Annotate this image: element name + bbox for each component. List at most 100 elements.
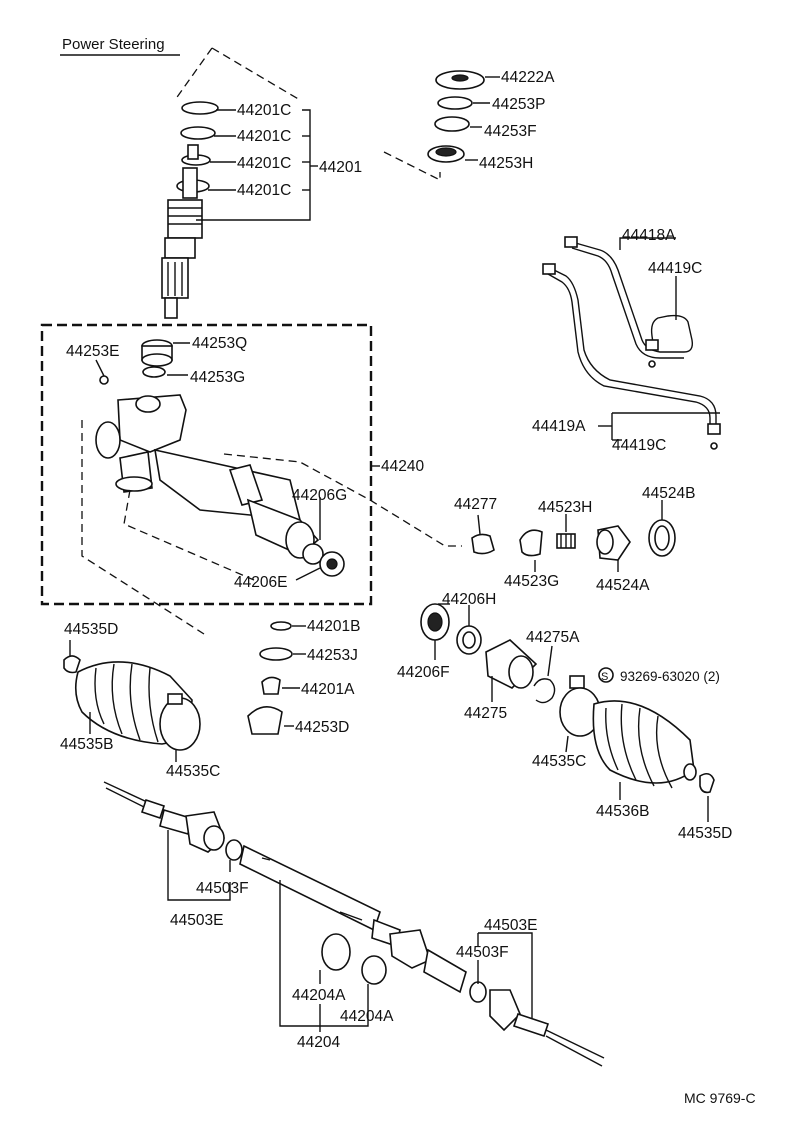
- label-44204A: 44204A: [292, 987, 346, 1004]
- label-44275: 44275: [464, 705, 507, 722]
- right-middle-parts: [471, 500, 676, 572]
- housing-small-parts: [247, 621, 306, 735]
- label-44201: 44201: [319, 159, 362, 176]
- label-44253Q: 44253Q: [192, 335, 247, 352]
- label-44419A: 44419A: [532, 418, 586, 435]
- seal-ring-2: [180, 126, 216, 140]
- label-44503E: 44503E: [484, 917, 537, 934]
- tube-fitting: [564, 236, 578, 248]
- clip-44535D: [699, 772, 715, 794]
- figure-code: MC 9769-C: [684, 1090, 756, 1106]
- cover-44253D: [247, 706, 283, 735]
- tie-rod-end-left: [159, 808, 191, 836]
- label-44204A: 44204A: [340, 1008, 394, 1025]
- label-44535D: 44535D: [64, 621, 118, 638]
- rack-bar: [239, 844, 381, 932]
- shaft-upper: [182, 167, 198, 199]
- tie-rod-end-right: [489, 989, 521, 1032]
- ring-44253P: [437, 96, 473, 110]
- pinion-gear: [164, 237, 196, 259]
- seal-44253F: [434, 116, 470, 132]
- label-44275A: 44275A: [526, 629, 580, 646]
- label-93269-63020: 93269-63020 (2): [620, 669, 720, 684]
- pinion-shaft-group: [161, 47, 318, 319]
- label-44524A: 44524A: [596, 577, 650, 594]
- seal-ring-1: [181, 101, 219, 115]
- label-44535B: 44535B: [60, 736, 113, 753]
- label-44253G: 44253G: [190, 369, 245, 386]
- pressure-tubes: [542, 236, 721, 450]
- diagram-title: Power Steering: [62, 36, 165, 53]
- label-44503F: 44503F: [456, 944, 509, 961]
- washer-44503F-right: [469, 981, 487, 1003]
- tube-fitting: [542, 263, 556, 275]
- leader-dash: [211, 47, 301, 101]
- label-44253F: 44253F: [484, 123, 537, 140]
- shaft-top: [187, 144, 199, 160]
- label-44201C: 44201C: [237, 182, 291, 199]
- label-44535C: 44535C: [166, 763, 220, 780]
- label-44418A: 44418A: [622, 227, 676, 244]
- label-44201A: 44201A: [301, 681, 355, 698]
- s-mark: S: [601, 671, 608, 683]
- label-44204: 44204: [297, 1034, 340, 1051]
- label-44419C: 44419C: [648, 260, 702, 277]
- clip: [569, 675, 585, 689]
- left-boot-parts: [63, 640, 201, 762]
- label-44524B: 44524B: [642, 485, 695, 502]
- gear-housing-assembly-box: [40, 323, 373, 606]
- label-44253P: 44253P: [492, 96, 545, 113]
- ring-44253J: [259, 647, 293, 661]
- label-44222A: 44222A: [501, 69, 555, 86]
- label-44535C: 44535C: [532, 753, 586, 770]
- plug-44201A: [261, 676, 281, 695]
- label-44253E: 44253E: [66, 343, 119, 360]
- label-44523H: 44523H: [538, 499, 592, 516]
- label-44253D: 44253D: [295, 719, 349, 736]
- label-44201C: 44201C: [237, 102, 291, 119]
- clip-44535D: [63, 655, 81, 674]
- washer-44503F: [225, 839, 243, 861]
- label-44536B: 44536B: [596, 803, 649, 820]
- bushing-44206G: [302, 543, 324, 565]
- clamp-44535C: [159, 697, 201, 751]
- housing-port: [95, 421, 121, 459]
- label-44535D: 44535D: [678, 825, 732, 842]
- gear-housing: [81, 339, 462, 635]
- label-44206F: 44206F: [397, 664, 450, 681]
- bushing-44204A-2: [361, 955, 387, 985]
- top-seal-stack: [383, 70, 500, 182]
- rack-and-tie-rods: [103, 781, 605, 1067]
- label-44201B: 44201B: [307, 618, 360, 635]
- label-44201C: 44201C: [237, 128, 291, 145]
- label-44523G: 44523G: [504, 573, 559, 590]
- label-44419C: 44419C: [612, 437, 666, 454]
- leader-dash: [174, 47, 213, 101]
- label-44201C: 44201C: [237, 155, 291, 172]
- label-44503E: 44503E: [170, 912, 223, 929]
- s-mark-circle: [598, 667, 614, 683]
- pinion-end: [164, 297, 178, 319]
- seal-44253G: [142, 366, 166, 378]
- tube-fitting: [707, 423, 721, 435]
- plug-44253E: [99, 375, 109, 385]
- label-44206H: 44206H: [442, 591, 496, 608]
- inner-tie-rod-right: [389, 929, 431, 969]
- label-44277: 44277: [454, 496, 497, 513]
- yoke-44523G: [519, 529, 543, 557]
- label-44206E: 44206E: [234, 574, 287, 591]
- right-end-parts: [420, 603, 715, 822]
- rack-housing-tube: [154, 448, 302, 521]
- guide-44277: [471, 533, 495, 555]
- bushing-44204A-1: [321, 933, 351, 971]
- label-44253H: 44253H: [479, 155, 533, 172]
- valve-body: [167, 199, 203, 239]
- label-44503F: 44503F: [196, 880, 249, 897]
- snap-ring-44275A: [533, 678, 556, 704]
- ring-44201B: [270, 621, 292, 631]
- label-44206G: 44206G: [292, 487, 347, 504]
- label-44253J: 44253J: [307, 647, 358, 664]
- label-44240: 44240: [381, 458, 424, 475]
